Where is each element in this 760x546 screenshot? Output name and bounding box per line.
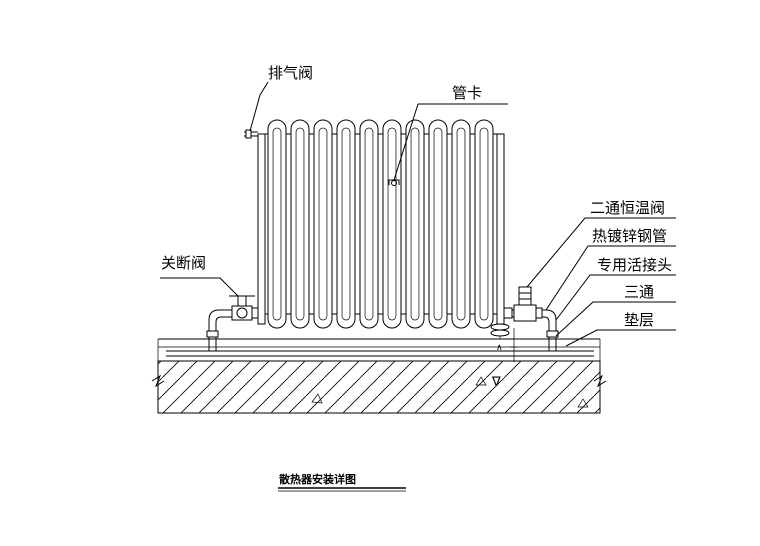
radiator-column [359, 119, 379, 329]
radiator-columns [267, 119, 494, 329]
leader-lines [526, 217, 676, 347]
label-cushion-layer: 垫层 [624, 311, 654, 329]
radiator-column-inner [318, 127, 328, 321]
radiator-column [474, 119, 494, 329]
radiator-column [336, 119, 356, 329]
bracket-mark: ∧ [496, 343, 503, 353]
label-pipe-clamp: 管卡 [452, 84, 482, 102]
label-union-joint: 专用活接头 [597, 256, 672, 274]
floor-bracket: ∧ [490, 323, 518, 362]
radiator-column [313, 119, 333, 329]
label-shutoff-valve: 关断阀 [161, 254, 206, 272]
label-tee: 三通 [624, 283, 654, 301]
aggregate-glyph: ∇ [491, 375, 501, 390]
radiator-column-inner [341, 127, 351, 321]
right-riser [503, 286, 559, 351]
aggregate-mark [311, 393, 323, 404]
radiator-column [382, 119, 402, 329]
radiator-column [451, 119, 471, 329]
drawing-title: 散热器安装详图 [278, 472, 406, 492]
radiator-column [267, 119, 287, 329]
radiator-column-inner [364, 127, 374, 321]
embedded-pipe [166, 350, 594, 357]
thermostatic-valve [513, 286, 543, 322]
left-riser [160, 277, 259, 351]
label-thermostatic-valve: 二通恒温阀 [590, 199, 665, 217]
cushion-layer [157, 338, 601, 362]
label-air-valve: 排气阀 [268, 64, 313, 82]
air-vent-valve [244, 81, 269, 139]
title-text: 散热器安装详图 [279, 472, 356, 486]
radiator [257, 119, 505, 329]
radiator-column-inner [479, 127, 489, 321]
radiator-column [290, 119, 310, 329]
aggregate-mark [475, 376, 487, 386]
pipe-clamp-symbol [388, 103, 508, 186]
radiator-column [428, 119, 448, 329]
floor-slab: ∇ [151, 360, 607, 414]
radiator-column-inner [456, 127, 466, 321]
radiator-column-inner [272, 127, 282, 321]
radiator-column [405, 119, 425, 329]
aggregate-mark [577, 398, 589, 408]
radiator-column-inner [410, 127, 420, 321]
radiator-column-inner [387, 127, 397, 321]
label-galvanized-pipe: 热镀锌钢管 [592, 227, 667, 245]
radiator-column-inner [295, 127, 305, 321]
radiator-column-inner [433, 127, 443, 321]
shutoff-valve [229, 295, 259, 321]
